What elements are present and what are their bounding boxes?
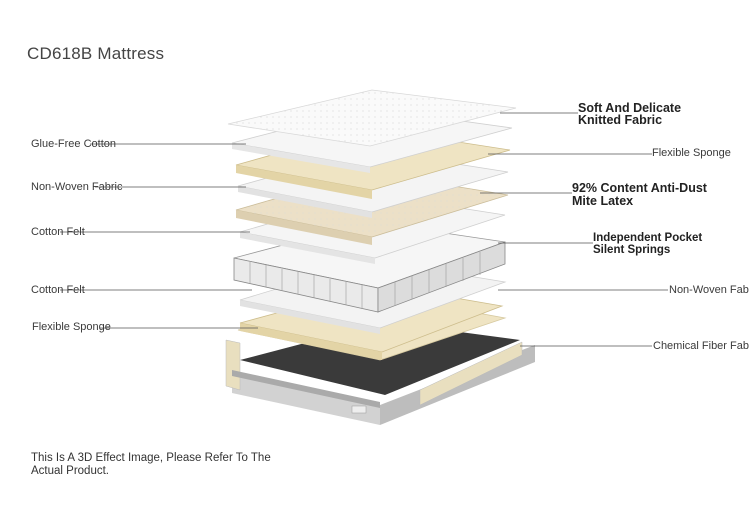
label-springs-line1: Independent Pocket (593, 232, 703, 244)
label-cotton-felt-lower: Cotton Felt (31, 284, 85, 296)
label-springs-line2: Silent Springs (593, 244, 671, 256)
label-knitted-fabric-line2: Knitted Fabric (578, 113, 663, 127)
disclaimer-line1: This Is A 3D Effect Image, Please Refer … (31, 452, 271, 464)
label-non-woven-fabric-left: Non-Woven Fabric (31, 181, 123, 193)
leader-lines (60, 112, 668, 347)
disclaimer-note: This Is A 3D Effect Image, Please Refer … (31, 452, 271, 478)
label-non-woven-fabric-right: Non-Woven Fab (669, 284, 749, 296)
layer-knitted-fabric (227, 89, 517, 147)
label-flexible-sponge-right: Flexible Sponge (652, 147, 731, 159)
label-flexible-sponge-left: Flexible Sponge (32, 321, 111, 333)
label-glue-free-cotton: Glue-Free Cotton (31, 138, 116, 150)
label-chemical-fiber-fabric: Chemical Fiber Fab (653, 340, 749, 352)
label-knitted-fabric-line1: Soft And Delicate (578, 101, 682, 115)
page-title: CD618B Mattress (27, 44, 165, 63)
label-cotton-felt-upper: Cotton Felt (31, 226, 85, 238)
label-latex-line1: 92% Content Anti-Dust (572, 181, 707, 195)
disclaimer-line2: Actual Product. (31, 465, 109, 477)
label-latex-line2: Mite Latex (572, 194, 634, 208)
